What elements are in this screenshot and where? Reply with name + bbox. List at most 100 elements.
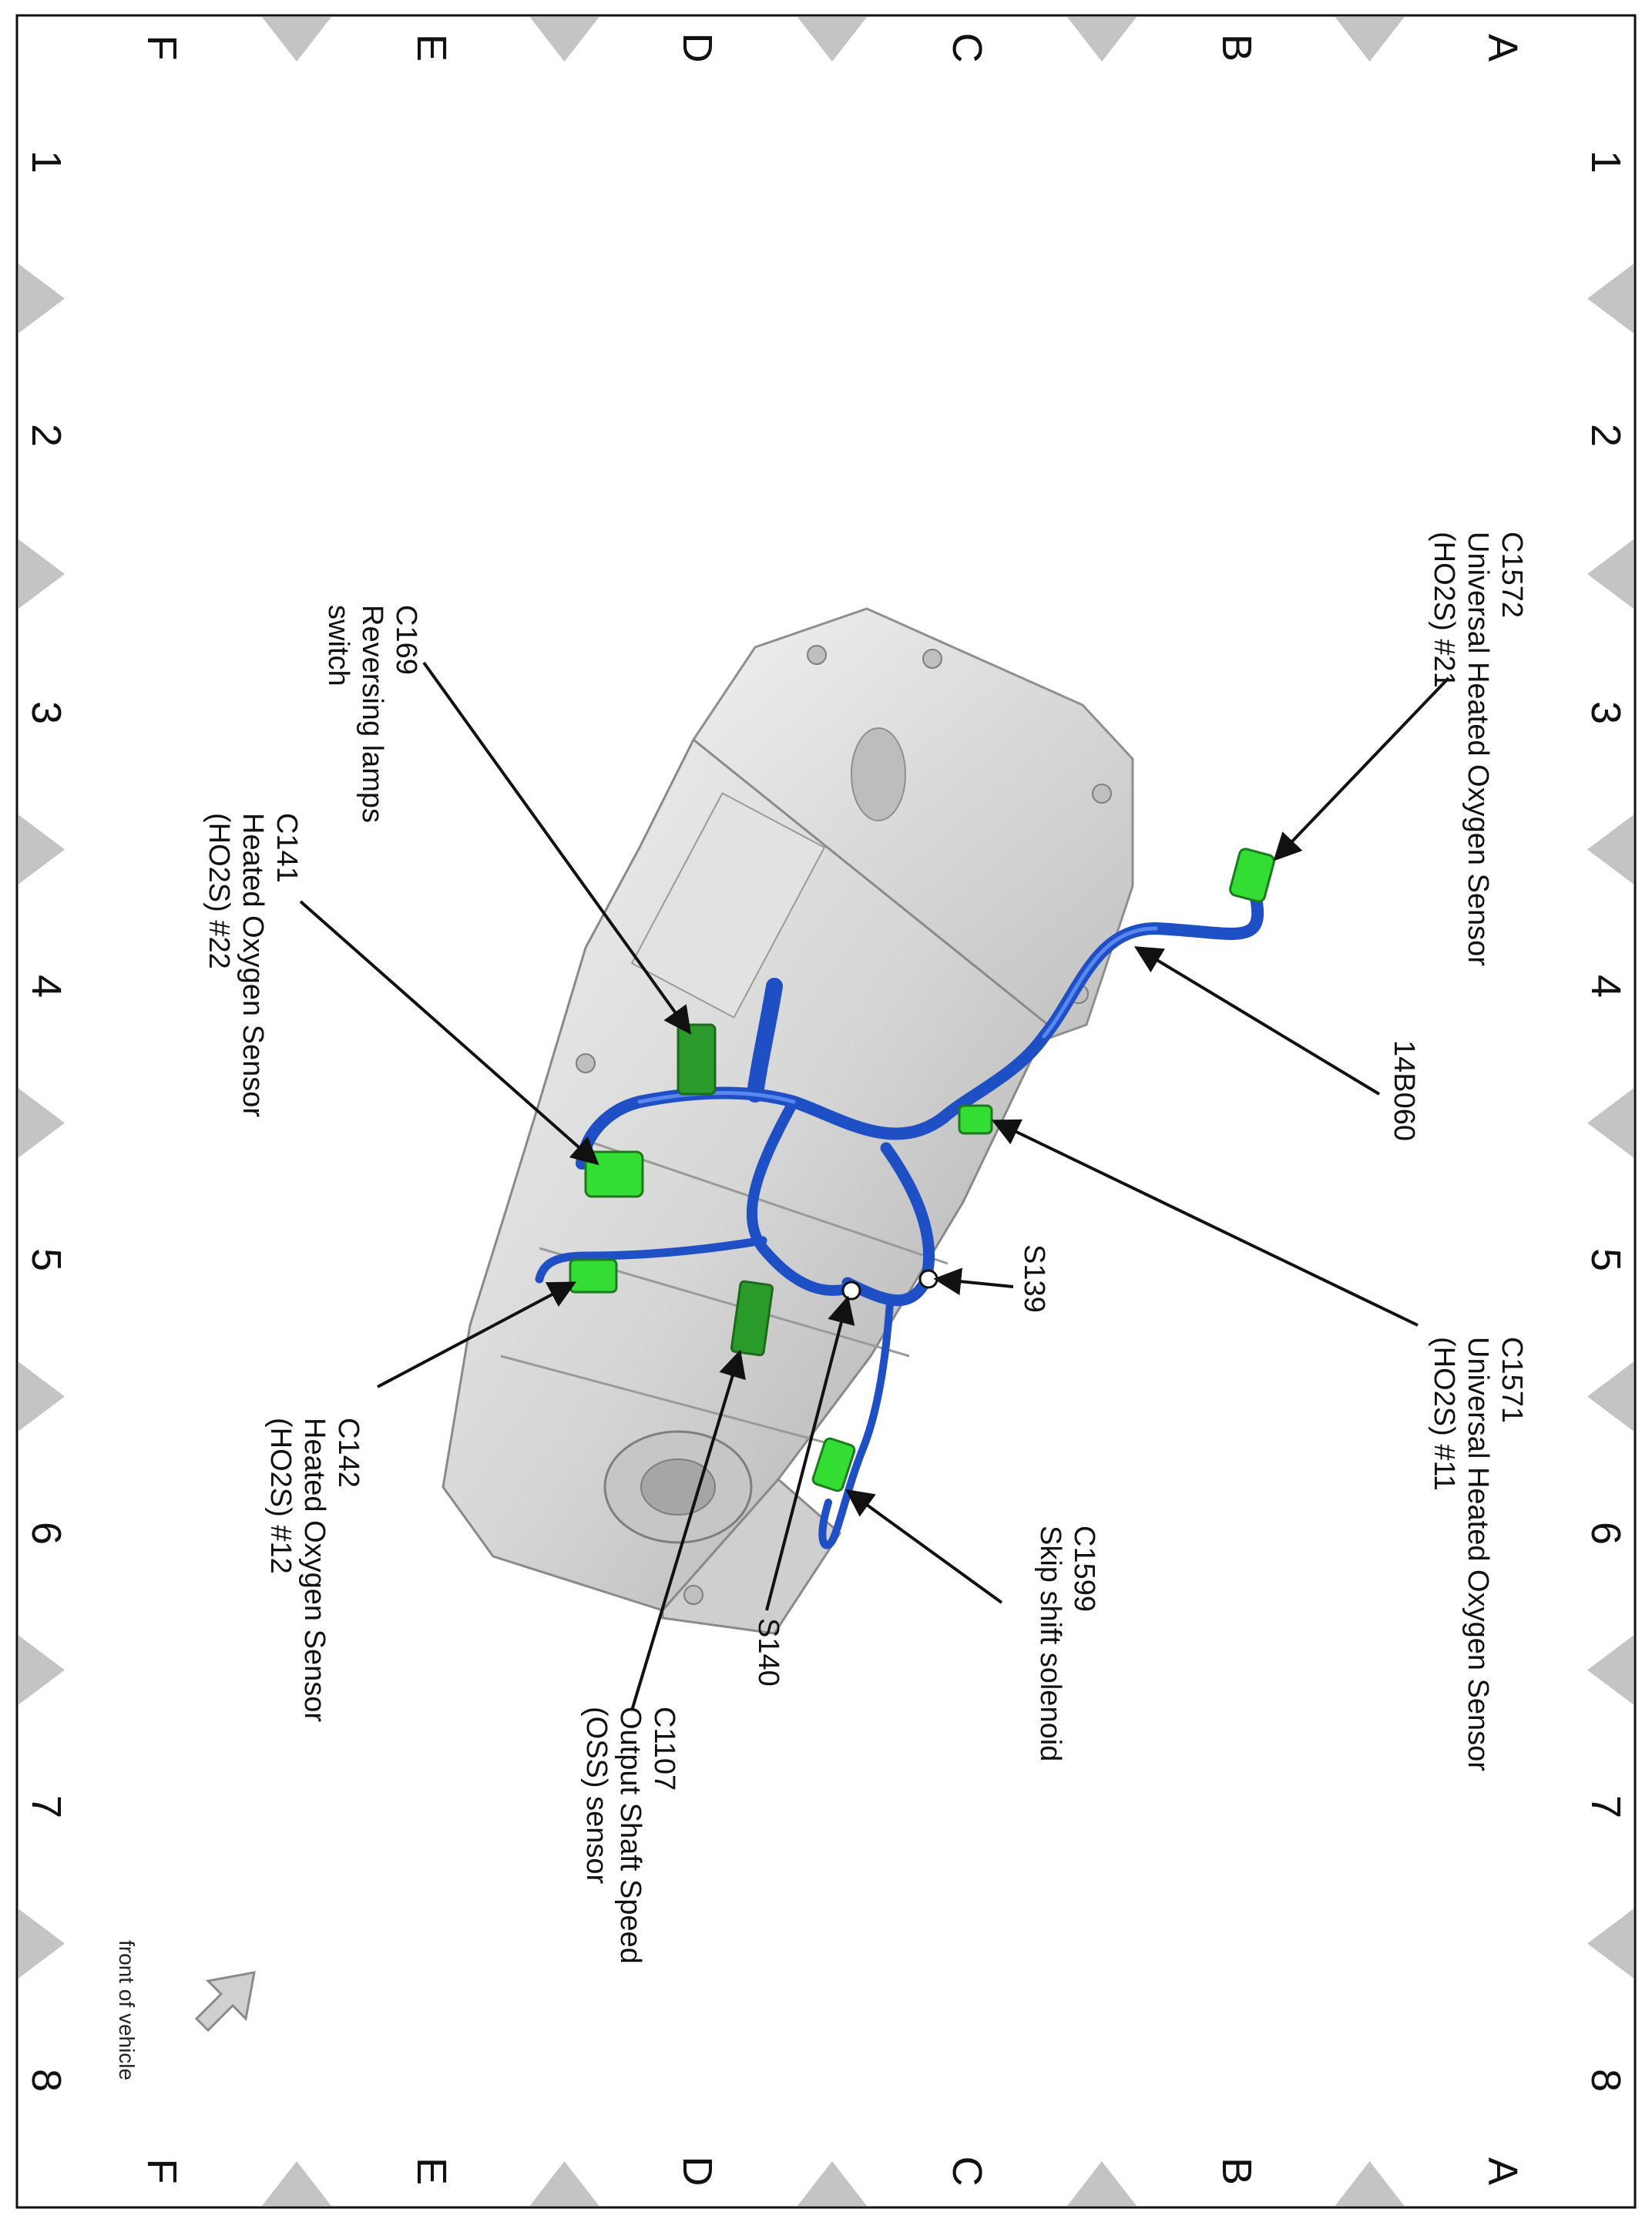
grid-number-left: 8	[23, 2069, 69, 2092]
connector-c142	[569, 1258, 618, 1294]
grid-number-left: 6	[23, 1522, 69, 1545]
orientation-indicator: front of vehicle	[115, 1940, 256, 2080]
grid-marker-bottom	[1067, 2161, 1137, 2206]
splice-s139	[918, 1269, 938, 1289]
grid-number-right: 3	[1583, 701, 1629, 724]
callout-c1571: C1571 Universal Heated Oxygen Sensor (HO…	[1428, 1337, 1528, 1780]
harness-branch-c169	[747, 978, 783, 1103]
grid-marker-right	[1587, 1088, 1634, 1158]
grid-marker-top	[262, 17, 331, 62]
grid-marker-right	[1587, 264, 1634, 334]
grid-marker-left	[18, 1088, 65, 1158]
connector-c1571	[958, 1104, 993, 1135]
grid-marker-top	[797, 17, 867, 62]
grid-number-left: 5	[23, 1248, 69, 1271]
grid-marker-top	[529, 17, 599, 62]
leader-lines	[299, 661, 1450, 1711]
case-rib-3	[500, 1355, 848, 1450]
grid-marker-right	[1587, 814, 1634, 885]
splice-s140	[841, 1281, 861, 1301]
grid-number-right: 8	[1583, 2069, 1629, 2092]
case-main	[442, 737, 1049, 1612]
grid-letter-top: A	[1479, 34, 1526, 62]
wiring-harness-14b060	[535, 876, 1264, 1549]
callout-s139: S139	[1018, 1244, 1050, 1313]
grid-number-left: 2	[23, 424, 69, 447]
callout-c1599: C1599 Skip shift solenoid	[1034, 1526, 1100, 1761]
connector-c1599	[811, 1437, 856, 1492]
leader-s139	[933, 1267, 1014, 1296]
grid-marker-left	[18, 814, 65, 885]
leader-c142	[377, 1281, 577, 1388]
grid-number-right: 2	[1583, 424, 1629, 447]
connector-c169	[677, 1023, 717, 1096]
grid-marker-right	[1587, 1635, 1634, 1705]
identification-plate	[630, 792, 826, 1019]
front-of-vehicle-arrow-icon	[194, 1971, 256, 2033]
grid-number-right: 1	[1583, 150, 1629, 173]
harness-branch-c142	[535, 1236, 767, 1284]
grid-markers	[18, 17, 1634, 2206]
grid-letter-bottom: A	[1479, 2157, 1526, 2185]
connector-c1572	[1229, 848, 1275, 903]
grid-number-left: 3	[23, 701, 69, 724]
leader-14b060	[1133, 946, 1381, 1096]
grid-marker-right	[1587, 1361, 1634, 1432]
bolt	[807, 645, 827, 665]
grid-letter-bottom: E	[408, 2157, 455, 2185]
harness-highlight	[1042, 926, 1158, 1039]
callout-c169: C169 Reversing lamps switch	[322, 605, 422, 831]
grid-marker-right	[1587, 1908, 1634, 1979]
grid-number-left: 4	[23, 975, 69, 998]
leader-c1107	[630, 1349, 746, 1711]
transmission-assembly	[442, 607, 1134, 1635]
grid-marker-top	[1067, 17, 1137, 62]
grid-marker-bottom	[529, 2161, 599, 2206]
grid-marker-left	[18, 1361, 65, 1432]
grid-number-right: 4	[1583, 975, 1629, 998]
extension-housing	[661, 1477, 841, 1635]
callout-c1572: C1572 Universal Heated Oxygen Sensor (HO…	[1428, 532, 1528, 975]
harness-branch-c1599	[818, 1298, 894, 1549]
grid-marker-right	[1587, 539, 1634, 609]
grid-letter-bottom: B	[1214, 2157, 1260, 2185]
grid-marker-left	[18, 1908, 65, 1979]
connectors	[569, 848, 1275, 1492]
grid-letter-top: B	[1214, 34, 1260, 62]
grid-marker-top	[1335, 17, 1405, 62]
bolt	[922, 649, 942, 669]
grid-letter-top: F	[139, 35, 185, 61]
callout-c1107: C1107 Output Shaft Speed (OSS) sensor	[580, 1707, 680, 1972]
grid-marker-bottom	[797, 2161, 867, 2206]
leader-c1571	[991, 1119, 1419, 1327]
grid-marker-left	[18, 1635, 65, 1705]
leader-c1572	[1273, 676, 1450, 861]
leader-c1599	[845, 1489, 1003, 1604]
front-of-vehicle-label: front of vehicle	[115, 1940, 139, 2080]
callout-14b060: 14B060	[1388, 1040, 1420, 1141]
bolt	[576, 1053, 596, 1073]
grid-letter-top: D	[674, 33, 720, 63]
grid-letter-top: E	[408, 34, 455, 62]
callout-labels: C1572 Universal Heated Oxygen Sensor (HO…	[203, 532, 1528, 1972]
grid-letter-bottom: C	[944, 2157, 990, 2187]
grid-number-right: 7	[1583, 1795, 1629, 1818]
grid-letter-top: C	[944, 33, 990, 63]
leader-c141	[299, 900, 599, 1166]
grid-marker-bottom	[1335, 2161, 1405, 2206]
harness-loop	[746, 1096, 861, 1296]
grid-number-right: 6	[1583, 1522, 1629, 1545]
grid-marker-left	[18, 539, 65, 609]
grid-marker-left	[18, 264, 65, 334]
callout-c142: C142 Heated Oxygen Sensor (HO2S) #12	[264, 1418, 364, 1731]
leader-c169	[422, 661, 692, 1035]
bell-boss	[851, 727, 906, 821]
callout-s140: S140	[752, 1618, 784, 1687]
output-flange-inner	[640, 1459, 716, 1516]
connector-c1107	[730, 1280, 774, 1357]
case-rib-1	[585, 1139, 949, 1265]
connector-c141	[584, 1150, 644, 1198]
